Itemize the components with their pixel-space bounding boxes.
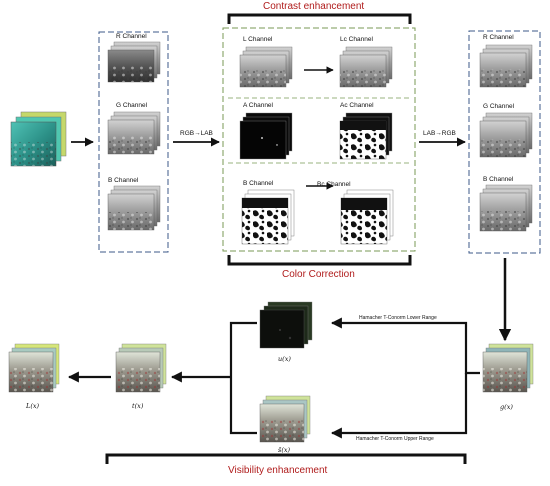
lab-channels-box [222,27,416,252]
left-g-channel-stack [107,111,161,155]
left-r-channel-stack [107,41,161,83]
color-bracket [227,255,412,266]
left-r-channel-label: R Channel [116,33,147,40]
lab-to-rgb-label: LAB→RGB [423,130,456,137]
left-b-channel-stack [107,185,161,231]
gx-label: g(x) [500,403,513,411]
input-image-stack [10,111,67,167]
sx-label: s̄(x) [278,446,291,454]
contrast-enhancement-title: Contrast enhancement [263,1,365,12]
rgb-output-box [468,30,541,254]
right-r-channel-label: R Channel [483,34,514,41]
color-correction-title: Color Correction [282,269,355,280]
left-g-channel-label: G Channel [116,102,148,109]
right-g-channel-stack [479,112,533,158]
hamacher-lower-label: Hamacher T-Conorm Lower Range [359,315,437,321]
visibility-enhancement-title: Visibility enhancement [228,465,328,476]
contrast-bracket [227,13,412,24]
lx-image-stack [8,343,60,393]
sx-image-stack [259,395,311,443]
ac-channel-stack [339,112,393,160]
visibility-bracket [105,453,467,464]
left-b-channel-label: B Channel [108,177,139,184]
b-channel-label: B Channel [243,180,274,187]
rgb-channels-box [98,31,169,253]
gx-to-ux-arrow [330,317,480,375]
ux-label: u(x) [278,355,291,363]
bc-channel-label: Bc Channel [317,181,351,188]
lc-channel-stack [339,46,393,88]
right-b-channel-label: B Channel [483,176,514,183]
l-channel-label: L Channel [243,36,273,43]
tx-label: t(x) [132,402,144,410]
rgb-to-lab-label: RGB→LAB [180,130,213,137]
lc-channel-label: Lc Channel [340,36,373,43]
bc-channel-stack [340,189,394,245]
ux-image-stack [259,301,313,349]
merge-bracket [229,321,257,435]
ac-channel-label: Ac Channel [340,102,374,109]
b-channel-stack [241,189,295,245]
lx-label: L(x) [26,402,40,410]
a-channel-label: A Channel [243,102,273,109]
right-r-channel-stack [479,44,533,88]
l-channel-stack [239,46,293,88]
right-g-channel-label: G Channel [483,103,515,110]
gx-image-stack [482,343,534,393]
gx-to-sx-arrow [330,373,468,439]
tx-image-stack [115,343,167,393]
right-b-channel-stack [479,184,533,232]
hamacher-upper-label: Hamacher T-Conorm Upper Range [356,436,434,442]
a-channel-stack [239,112,293,160]
